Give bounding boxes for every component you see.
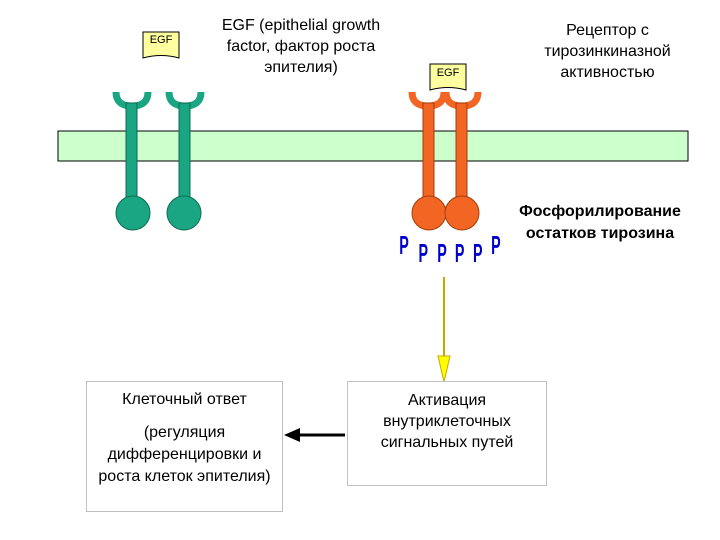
cell-response-detail: (регуляция дифференцировки и роста клето… (98, 424, 271, 485)
phospho-p-4: P (455, 240, 465, 269)
phospho-p-6: P (491, 232, 501, 261)
cell-response-box: Клеточный ответ (регуляция дифференциров… (86, 381, 283, 512)
down-arrow (437, 277, 451, 383)
signaling-activation-label: Активация внутриклеточных сигнальных пут… (380, 392, 514, 451)
egf-ligand-right (429, 63, 467, 91)
inactive-receptor-left (112, 91, 152, 231)
phospho-p-2: P (419, 240, 429, 269)
phospho-p-5: P (473, 240, 483, 269)
phospho-p-1: P (399, 232, 409, 261)
phosphorylation-label: Фосфорилирование остатков тирозина (519, 203, 681, 242)
signaling-activation-box: Активация внутриклеточных сигнальных пут… (347, 381, 547, 486)
egf-ligand-left (142, 31, 180, 59)
egf-tag-left: EGF (149, 34, 173, 46)
phospho-groups: P P P P P P (399, 232, 500, 269)
phospho-p-3: P (437, 240, 447, 269)
active-receptor-dimer (408, 91, 482, 231)
egf-tag-right: EGF (436, 67, 460, 79)
inactive-receptor-right (165, 91, 205, 231)
left-arrow (284, 428, 345, 442)
cell-response-title: Клеточный ответ (122, 391, 247, 408)
cell-membrane (57, 130, 689, 162)
receptor-label: Рецептор с тирозинкиназной активностью (544, 22, 671, 81)
egf-title-label: EGF (epithelial growth factor, фактор ро… (200, 14, 402, 79)
